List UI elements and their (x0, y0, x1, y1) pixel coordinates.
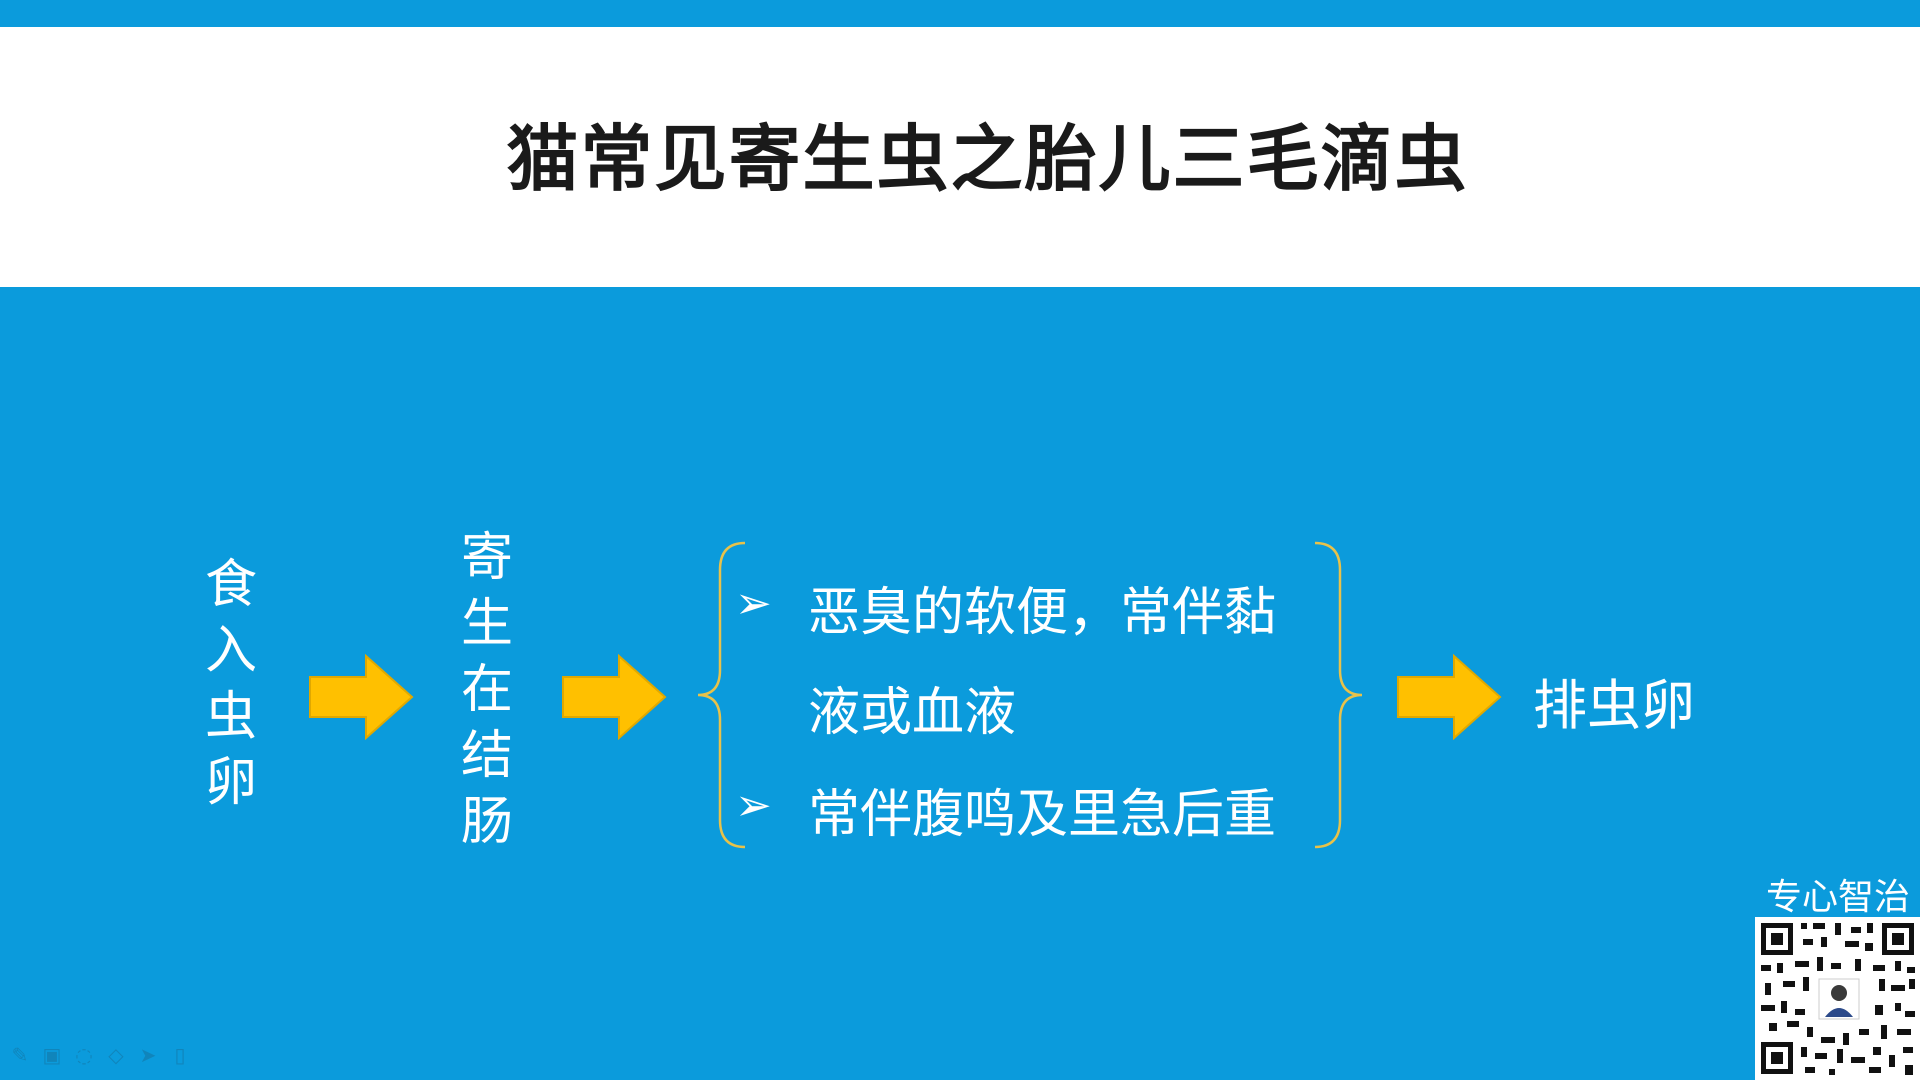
bullet-arrow-icon: ➢ (735, 780, 772, 831)
step1-char: 食 (204, 555, 257, 615)
step1-char: 卵 (204, 753, 257, 813)
pointer-icon[interactable]: ➤ (139, 1043, 157, 1067)
symptom-1-line1: 恶臭的软便，常伴黏 (808, 583, 1277, 643)
step2-char: 生 (460, 594, 513, 654)
eraser-icon[interactable]: ◌ (75, 1043, 93, 1067)
screen-icon[interactable]: ▣ (42, 1043, 62, 1067)
step2-char: 在 (460, 660, 513, 720)
top-strip (0, 0, 1920, 27)
step2-char: 寄 (460, 528, 513, 588)
step-ingest-eggs: 食 入 虫 卵 (196, 552, 266, 816)
brand-logo-text: 专心智治 (1765, 877, 1910, 918)
qr-code-image (1755, 917, 1920, 1080)
step2-char: 结 (460, 726, 513, 786)
symptom-1-line2: 液或血液 (808, 683, 1017, 743)
step1-char: 虫 (204, 687, 257, 747)
arrow-right-icon (1397, 654, 1502, 740)
pen-icon[interactable]: ✎ (11, 1043, 29, 1067)
step-parasitize-colon: 寄 生 在 结 肠 (452, 525, 522, 855)
step1-char: 入 (204, 621, 257, 681)
left-brace (697, 541, 746, 849)
highlighter-icon[interactable]: ◇ (108, 1043, 124, 1067)
presenter-toolbar: ✎ ▣ ◌ ◇ ➤ ▯ (8, 1043, 192, 1071)
bullet-arrow-icon: ➢ (735, 578, 772, 629)
trash-icon[interactable]: ▯ (174, 1043, 186, 1067)
qr-code[interactable] (1755, 917, 1920, 1080)
right-brace (1314, 541, 1363, 849)
title-band (0, 27, 1920, 287)
arrow-right-icon (562, 654, 667, 740)
symptom-2: 常伴腹鸣及里急后重 (808, 785, 1277, 845)
result-excrete-eggs: 排虫卵 (1533, 674, 1695, 737)
step2-char: 肠 (460, 792, 513, 852)
slide-title: 猫常见寄生虫之胎儿三毛滴虫 (506, 116, 1469, 201)
arrow-right-icon (309, 654, 414, 740)
